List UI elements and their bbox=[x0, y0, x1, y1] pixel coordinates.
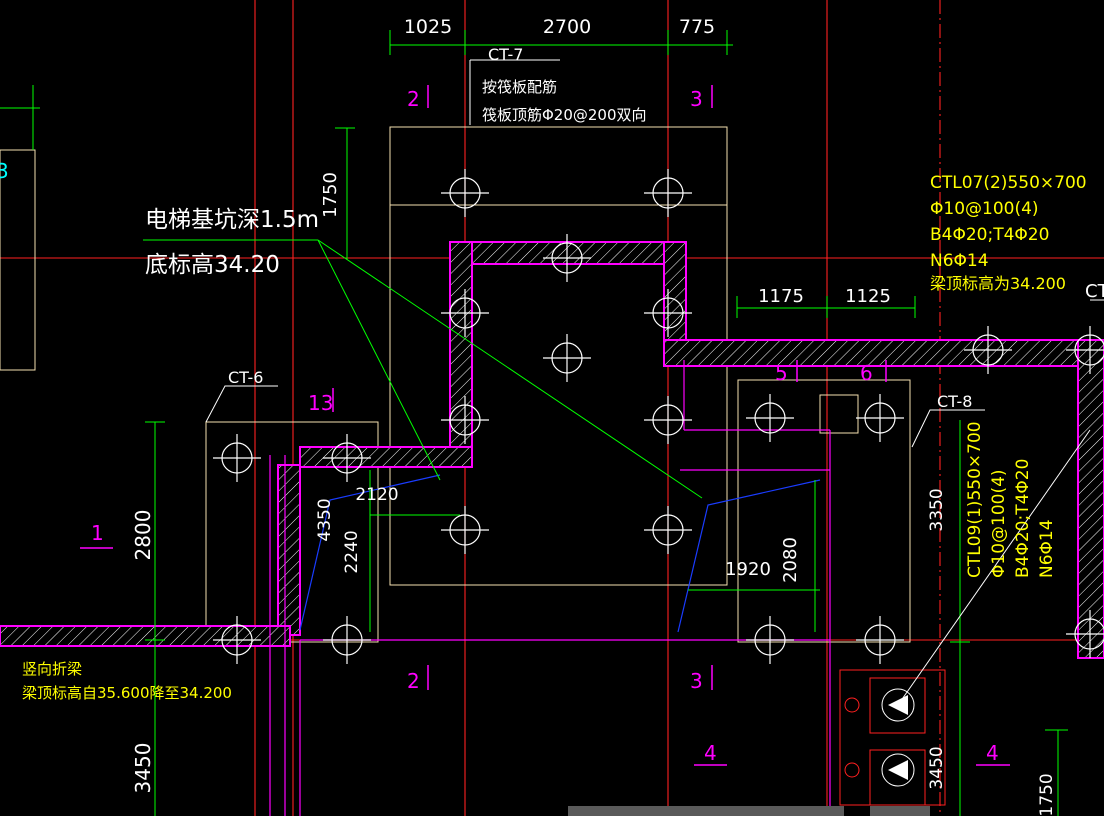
text-layer: 1025 2700 775 CT-7 按筏板配筋 筏板顶筋Φ20@200双向 2… bbox=[0, 16, 1104, 816]
grid-label-4-right: 4 bbox=[986, 741, 999, 765]
ct7-line2: 筏板顶筋Φ20@200双向 bbox=[482, 106, 647, 124]
grid-label-3-top: 3 bbox=[690, 87, 703, 111]
ctl07-line2: Φ10@100(4) bbox=[930, 199, 1039, 219]
dim-3350: 3350 bbox=[927, 488, 947, 531]
ctl07-line5: 梁顶标高为34.200 bbox=[930, 274, 1066, 293]
grid-ticks[interactable] bbox=[80, 85, 1010, 766]
pile-icon[interactable] bbox=[543, 234, 591, 282]
leader-lines bbox=[205, 59, 1104, 706]
pile-icon[interactable] bbox=[644, 396, 692, 444]
ctl07-line3: B4Φ20;T4Φ20 bbox=[930, 225, 1049, 245]
grid-label-5: 5 bbox=[775, 361, 788, 385]
pile-icon[interactable] bbox=[323, 434, 371, 482]
ctl09-line2: Φ10@100(4) bbox=[989, 469, 1009, 578]
ctl09-line3: B4Φ20;T4Φ20 bbox=[1013, 459, 1033, 578]
dim-1750-top: 1750 bbox=[320, 172, 341, 218]
dim-2120: 2120 bbox=[355, 485, 398, 505]
piles[interactable] bbox=[213, 169, 1104, 664]
wall-lines bbox=[269, 360, 831, 816]
grid-label-4-mid: 4 bbox=[704, 741, 717, 765]
pile-icon[interactable] bbox=[441, 506, 489, 554]
grid-label-3-bottom: 3 bbox=[690, 669, 703, 693]
dim-2700: 2700 bbox=[543, 16, 591, 38]
pile-icon[interactable] bbox=[964, 326, 1012, 374]
beam-note-line1: 竖向折梁 bbox=[22, 660, 82, 678]
ctl07-line1: CTL07(2)550×700 bbox=[930, 173, 1087, 193]
dim-3450-right: 3450 bbox=[927, 746, 947, 789]
dim-2080: 2080 bbox=[780, 537, 801, 583]
left-edge-fragment: 3 bbox=[0, 159, 9, 183]
pit-note-line2: 底标高34.20 bbox=[145, 252, 280, 278]
status-bar-fragment bbox=[568, 806, 844, 816]
ct7-label: CT-7 bbox=[488, 45, 523, 64]
pile-icon[interactable] bbox=[644, 169, 692, 217]
dim-2240: 2240 bbox=[342, 530, 362, 573]
grid-label-1: 1 bbox=[91, 521, 104, 545]
ct-partial-label: CT bbox=[1085, 281, 1104, 302]
pile-icon[interactable] bbox=[856, 394, 904, 442]
pile-icon[interactable] bbox=[746, 394, 794, 442]
pile-icon[interactable] bbox=[746, 616, 794, 664]
foundation-outlines bbox=[0, 126, 911, 643]
dim-1175: 1175 bbox=[758, 286, 804, 307]
dim-1025: 1025 bbox=[404, 16, 452, 38]
dimension-lines bbox=[0, 30, 1068, 816]
pile-icon[interactable] bbox=[1066, 326, 1104, 374]
grid-label-6: 6 bbox=[860, 361, 873, 385]
pit-walls bbox=[0, 241, 1104, 659]
pile-icon[interactable] bbox=[543, 334, 591, 382]
ct8-label: CT-8 bbox=[937, 392, 972, 411]
pile-icon[interactable] bbox=[213, 434, 261, 482]
ctl09-line1: CTL09(1)550×700 bbox=[965, 421, 985, 578]
ct6-label: CT-6 bbox=[228, 368, 263, 387]
pile-icon[interactable] bbox=[441, 289, 489, 337]
ct7-line1: 按筏板配筋 bbox=[482, 78, 557, 96]
beam-note-line2: 梁顶标高自35.600降至34.200 bbox=[22, 684, 232, 702]
dim-3450-left: 3450 bbox=[131, 743, 155, 794]
ctl09-line4: N6Φ14 bbox=[1037, 519, 1057, 578]
grid-label-2-top: 2 bbox=[407, 87, 420, 111]
ctl07-line4: N6Φ14 bbox=[930, 251, 989, 271]
pile-icon[interactable] bbox=[213, 616, 261, 664]
pile-icon[interactable] bbox=[644, 289, 692, 337]
pile-icon[interactable] bbox=[644, 506, 692, 554]
dim-1125: 1125 bbox=[845, 286, 891, 307]
pile-icon[interactable] bbox=[441, 396, 489, 444]
pile-icon[interactable] bbox=[323, 616, 371, 664]
status-bar-fragment-2 bbox=[870, 806, 930, 816]
pile-icon[interactable] bbox=[1066, 610, 1104, 658]
grid-label-13: 13 bbox=[308, 391, 333, 415]
dim-4350: 4350 bbox=[315, 498, 335, 541]
pump-symbols bbox=[881, 688, 915, 787]
pile-icon[interactable] bbox=[856, 616, 904, 664]
pile-icon[interactable] bbox=[441, 169, 489, 217]
pit-note-line1: 电梯基坑深1.5m bbox=[145, 207, 319, 233]
pump-equipment bbox=[839, 669, 946, 806]
grid-label-2-bottom: 2 bbox=[407, 669, 420, 693]
dim-2800: 2800 bbox=[131, 510, 155, 561]
dim-1750-right: 1750 bbox=[1037, 773, 1057, 816]
dim-1920: 1920 bbox=[725, 559, 771, 580]
dim-775: 775 bbox=[679, 16, 715, 38]
